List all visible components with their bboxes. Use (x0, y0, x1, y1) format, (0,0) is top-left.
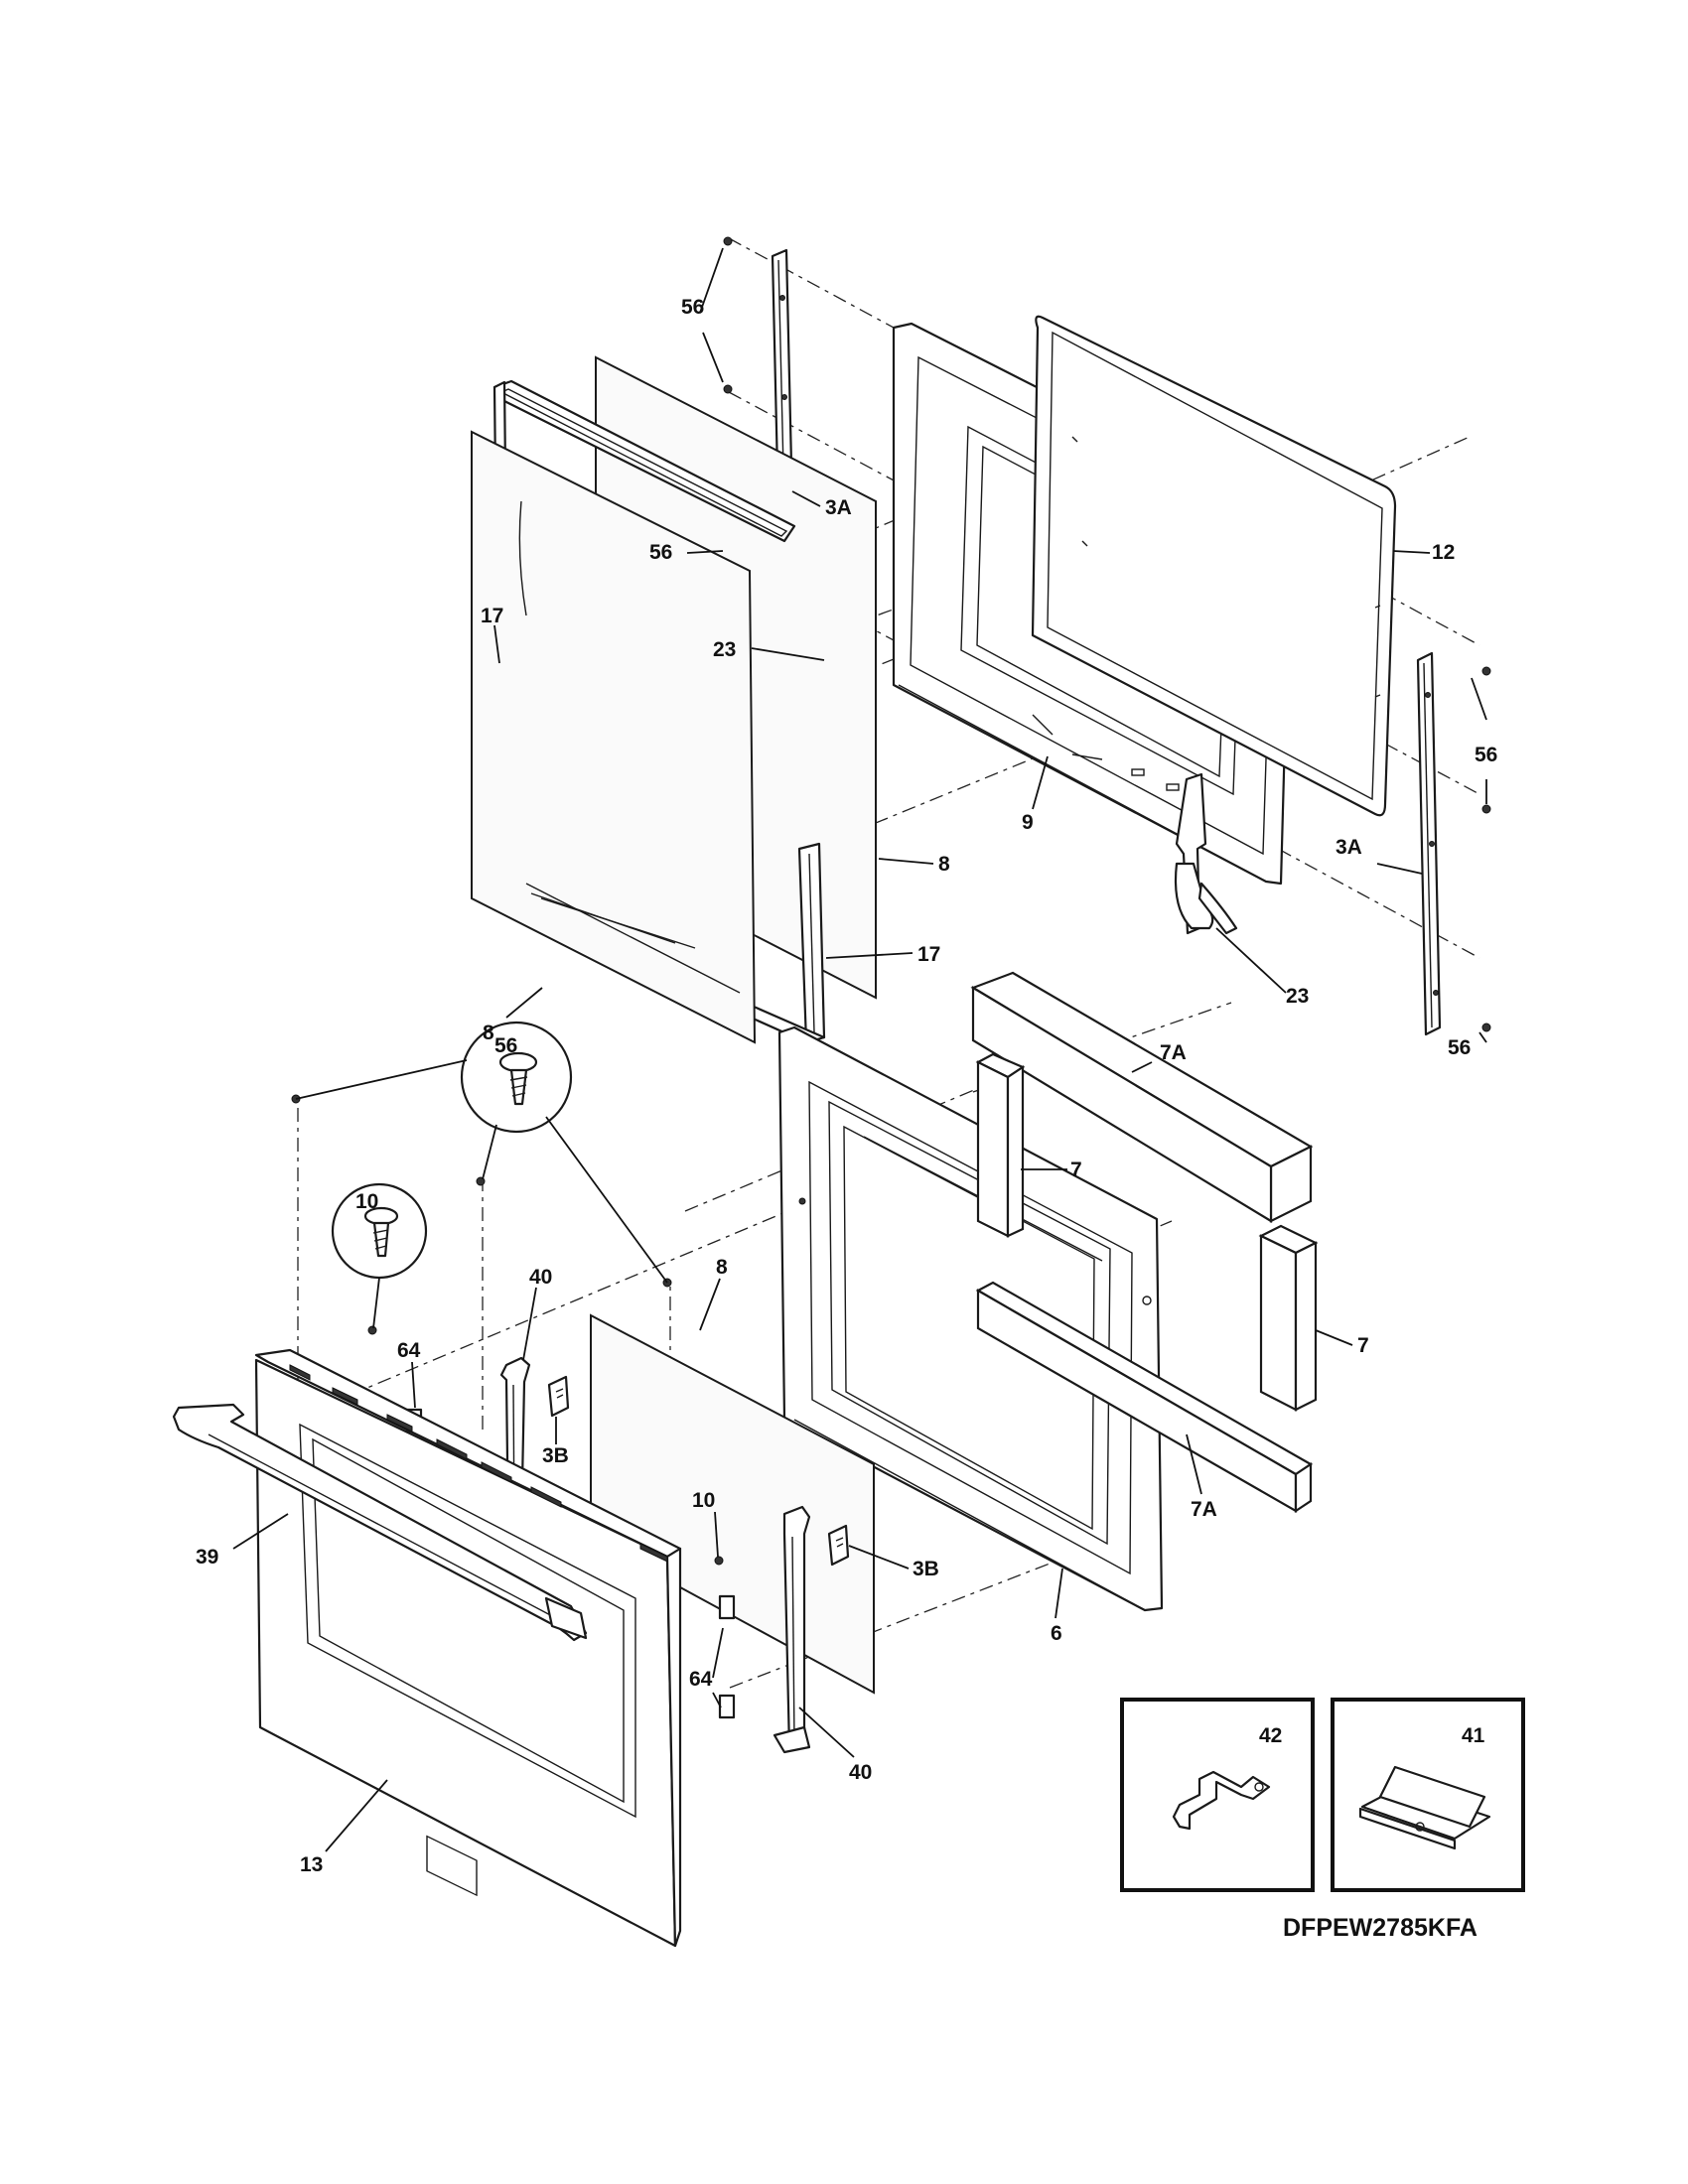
callout-3a: 3A (1336, 836, 1362, 859)
callout-12: 12 (1432, 541, 1455, 564)
screw-56-right (1481, 666, 1491, 1032)
callout-40: 40 (849, 1761, 872, 1784)
insulation-left-strip (975, 1052, 1026, 1238)
screw-10-lower (714, 1556, 724, 1566)
callout-7a: 7A (1191, 1498, 1217, 1521)
door-bracket-right (773, 1505, 811, 1754)
callout-17: 17 (481, 605, 503, 627)
callout-3a: 3A (825, 496, 852, 519)
callout-6: 6 (1051, 1622, 1062, 1645)
callout-56: 56 (1448, 1036, 1471, 1059)
callout-56: 56 (1475, 744, 1497, 766)
door-hinge-lower (1174, 772, 1238, 935)
callout-42: 42 (1259, 1724, 1282, 1747)
callout-41: 41 (1462, 1724, 1485, 1747)
callout-23: 23 (713, 638, 736, 661)
callout-56: 56 (494, 1034, 517, 1057)
inset-box-part-42 (1120, 1698, 1315, 1892)
leader-lines (232, 247, 1487, 1852)
callout-3b: 3B (913, 1558, 939, 1580)
callout-8: 8 (938, 853, 950, 876)
callout-56: 56 (681, 296, 704, 319)
screw-56-detail-circle (460, 1021, 573, 1134)
insulation-top-strip (970, 971, 1314, 1223)
callout-23: 23 (1286, 985, 1309, 1008)
inset-box-part-41 (1331, 1698, 1525, 1892)
callout-10: 10 (355, 1190, 378, 1213)
bracket-clip-3b-lower (827, 1524, 850, 1567)
callout-7: 7 (1357, 1334, 1369, 1357)
door-vent-slots (289, 1364, 668, 1563)
callout-8: 8 (483, 1022, 494, 1044)
callout-7: 7 (1070, 1159, 1082, 1181)
insulation-bottom-strip (975, 1281, 1314, 1514)
door-side-rail-right (1416, 651, 1442, 1036)
callout-7a: 7A (1160, 1041, 1187, 1064)
screw-10-detail-circle (331, 1182, 428, 1280)
callout-40: 40 (529, 1266, 552, 1289)
insulation-right-strip (1258, 1224, 1319, 1412)
callout-56: 56 (649, 541, 672, 564)
callout-9: 9 (1022, 811, 1034, 834)
callout-17: 17 (917, 943, 940, 966)
callout-3b: 3B (542, 1444, 569, 1467)
door-handle (172, 1403, 588, 1642)
callout-64: 64 (689, 1668, 713, 1691)
callout-labels: 56 3A 56 12 17 23 56 9 3A 8 17 23 8 56 7… (196, 296, 1497, 1876)
spacer-64-lower (718, 1594, 736, 1719)
callout-10: 10 (692, 1489, 715, 1512)
callout-13: 13 (300, 1853, 323, 1876)
bracket-clip-3b-upper (547, 1375, 570, 1418)
callout-39: 39 (196, 1546, 218, 1569)
inner-door-liner (777, 1025, 1164, 1612)
model-number: DFPEW2785KFA (1283, 1914, 1477, 1942)
front-glass-panel (471, 430, 757, 1044)
callout-8: 8 (716, 1256, 728, 1279)
callout-64: 64 (397, 1339, 421, 1362)
door-gasket-frame (1031, 315, 1397, 817)
